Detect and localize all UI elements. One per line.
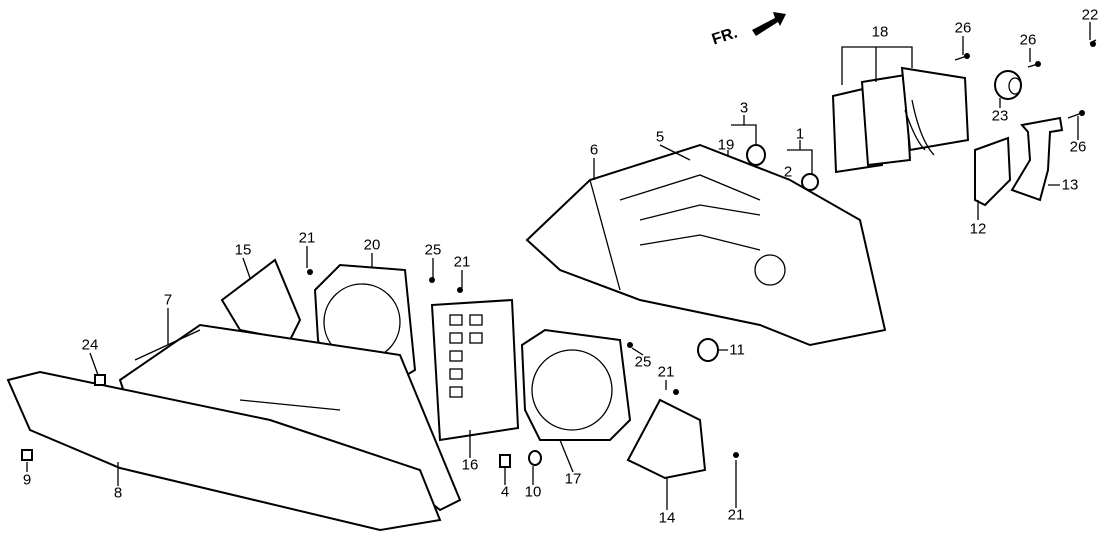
part-8-lens <box>6 370 442 532</box>
callout-21: 21 <box>657 363 675 381</box>
callout-18: 18 <box>871 23 889 41</box>
callout-10: 10 <box>524 483 542 501</box>
leader-lines <box>26 22 1091 510</box>
callout-26: 26 <box>954 19 972 37</box>
screws-26 <box>954 39 1097 119</box>
part-4-bulb <box>499 454 511 468</box>
callout-21: 21 <box>453 253 471 271</box>
callout-4: 4 <box>500 483 510 501</box>
screws-21-25 <box>307 269 739 458</box>
callout-24: 24 <box>81 336 99 354</box>
callout-26: 26 <box>1019 31 1037 49</box>
part-23-socket <box>994 70 1022 100</box>
callout-25: 25 <box>634 353 652 371</box>
callout-8: 8 <box>113 484 123 502</box>
callout-21: 21 <box>727 506 745 524</box>
callout-20: 20 <box>363 236 381 254</box>
callout-16: 16 <box>461 456 479 474</box>
callout-23: 23 <box>991 107 1009 125</box>
callout-9: 9 <box>22 471 32 489</box>
callout-17: 17 <box>564 470 582 488</box>
callout-5: 5 <box>655 128 665 146</box>
part-13-bracket <box>1010 116 1064 202</box>
part-18-meter-unit <box>831 46 970 174</box>
front-arrow-icon <box>752 12 786 36</box>
callout-19: 19 <box>717 136 735 154</box>
callout-13: 13 <box>1061 176 1079 194</box>
callout-3: 3 <box>739 99 749 117</box>
part-9-clip <box>21 449 33 461</box>
callout-14: 14 <box>658 509 676 527</box>
part-10-socket <box>528 450 542 466</box>
callout-2: 2 <box>783 163 793 181</box>
callout-21: 21 <box>298 229 316 247</box>
callout-12: 12 <box>969 220 987 238</box>
part-12-circuit-board <box>974 136 1012 207</box>
part-14-gauge <box>626 398 707 480</box>
part-24-clip <box>94 374 106 386</box>
callout-6: 6 <box>589 141 599 159</box>
callout-11: 11 <box>729 341 745 359</box>
part-15-gauge <box>220 258 302 342</box>
part-16-indicator-panel <box>430 298 520 442</box>
part-5-meter-case <box>525 143 887 347</box>
part-17-speedometer <box>520 328 632 441</box>
callout-22: 22 <box>1081 6 1099 24</box>
callout-7: 7 <box>163 291 173 309</box>
callout-15: 15 <box>234 241 252 259</box>
part-11-ring <box>697 338 719 362</box>
callout-1: 1 <box>795 125 805 143</box>
callout-26: 26 <box>1069 138 1087 156</box>
callout-25: 25 <box>424 241 442 259</box>
